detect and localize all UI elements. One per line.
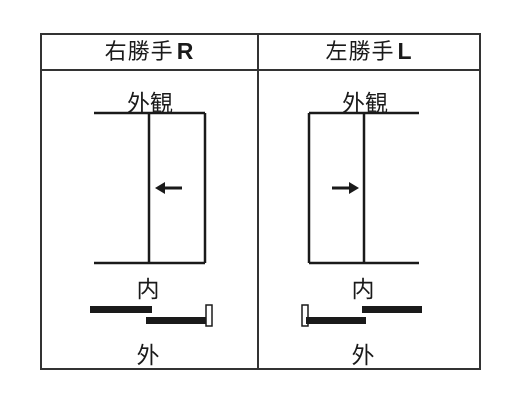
header-right-hand-code: R bbox=[176, 38, 195, 64]
arrow-right-icon bbox=[332, 182, 359, 194]
right-hand-door-plan bbox=[90, 304, 213, 327]
right-hand-inside-label: 内 bbox=[136, 277, 160, 303]
header-divider bbox=[40, 69, 481, 71]
right-hand-door-elevation bbox=[94, 111, 207, 265]
diagram-table bbox=[40, 33, 481, 370]
right-hand-bottom-label: 外 bbox=[136, 343, 160, 369]
left-hand-bottom-label: 外 bbox=[351, 343, 375, 369]
header-left-hand-name: 左勝手 bbox=[325, 40, 395, 65]
column-divider bbox=[257, 33, 259, 370]
left-hand-door-elevation bbox=[307, 111, 419, 265]
left-hand-inside-label: 内 bbox=[351, 277, 375, 303]
header-right-hand-name: 右勝手 bbox=[104, 40, 174, 65]
header-left-hand-code: L bbox=[397, 38, 413, 64]
left-hand-door-plan bbox=[301, 304, 422, 327]
arrow-left-icon bbox=[155, 182, 182, 194]
